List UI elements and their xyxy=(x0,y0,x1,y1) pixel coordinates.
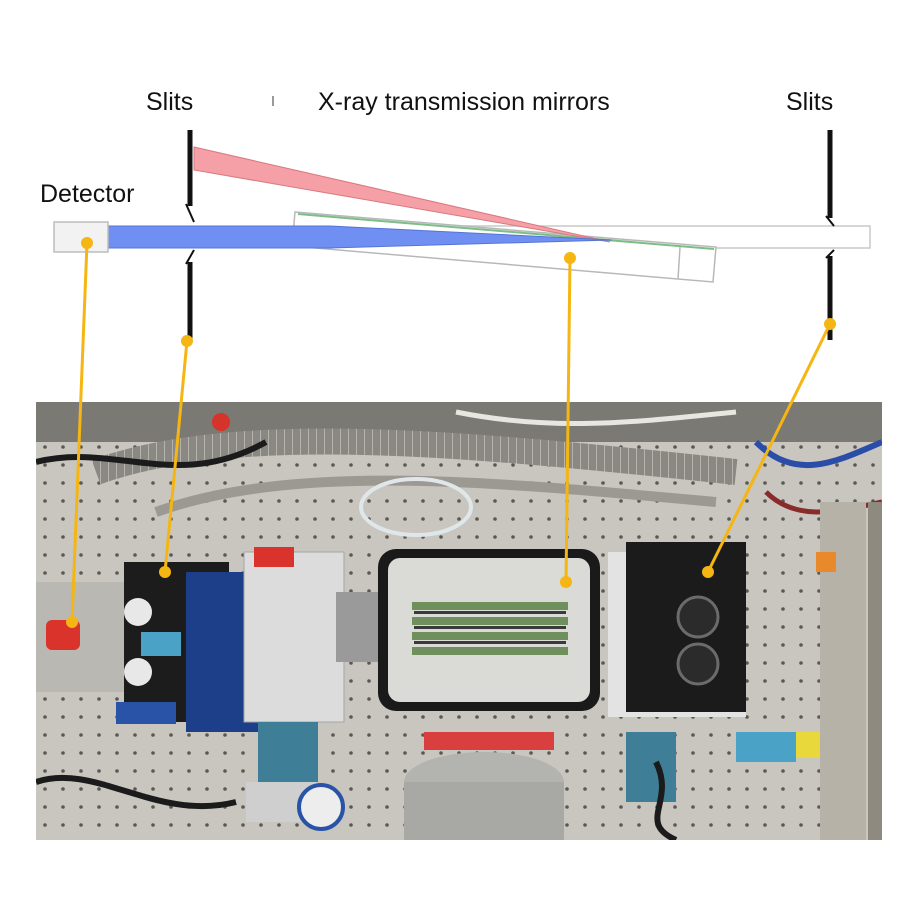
slits-left-label: Slits xyxy=(146,88,194,116)
reflected-beam xyxy=(193,146,611,243)
mirrors-label: X-ray transmission mirrors xyxy=(318,88,610,116)
detector-box xyxy=(53,221,109,253)
mirror-plate xyxy=(297,213,715,250)
detector-label: Detector xyxy=(40,180,135,208)
schematic xyxy=(53,96,871,340)
beamline-photo xyxy=(36,402,882,840)
mirror-end-cap xyxy=(677,246,681,280)
slits-right-label: Slits xyxy=(786,88,834,116)
slits-left-marker xyxy=(185,130,195,340)
